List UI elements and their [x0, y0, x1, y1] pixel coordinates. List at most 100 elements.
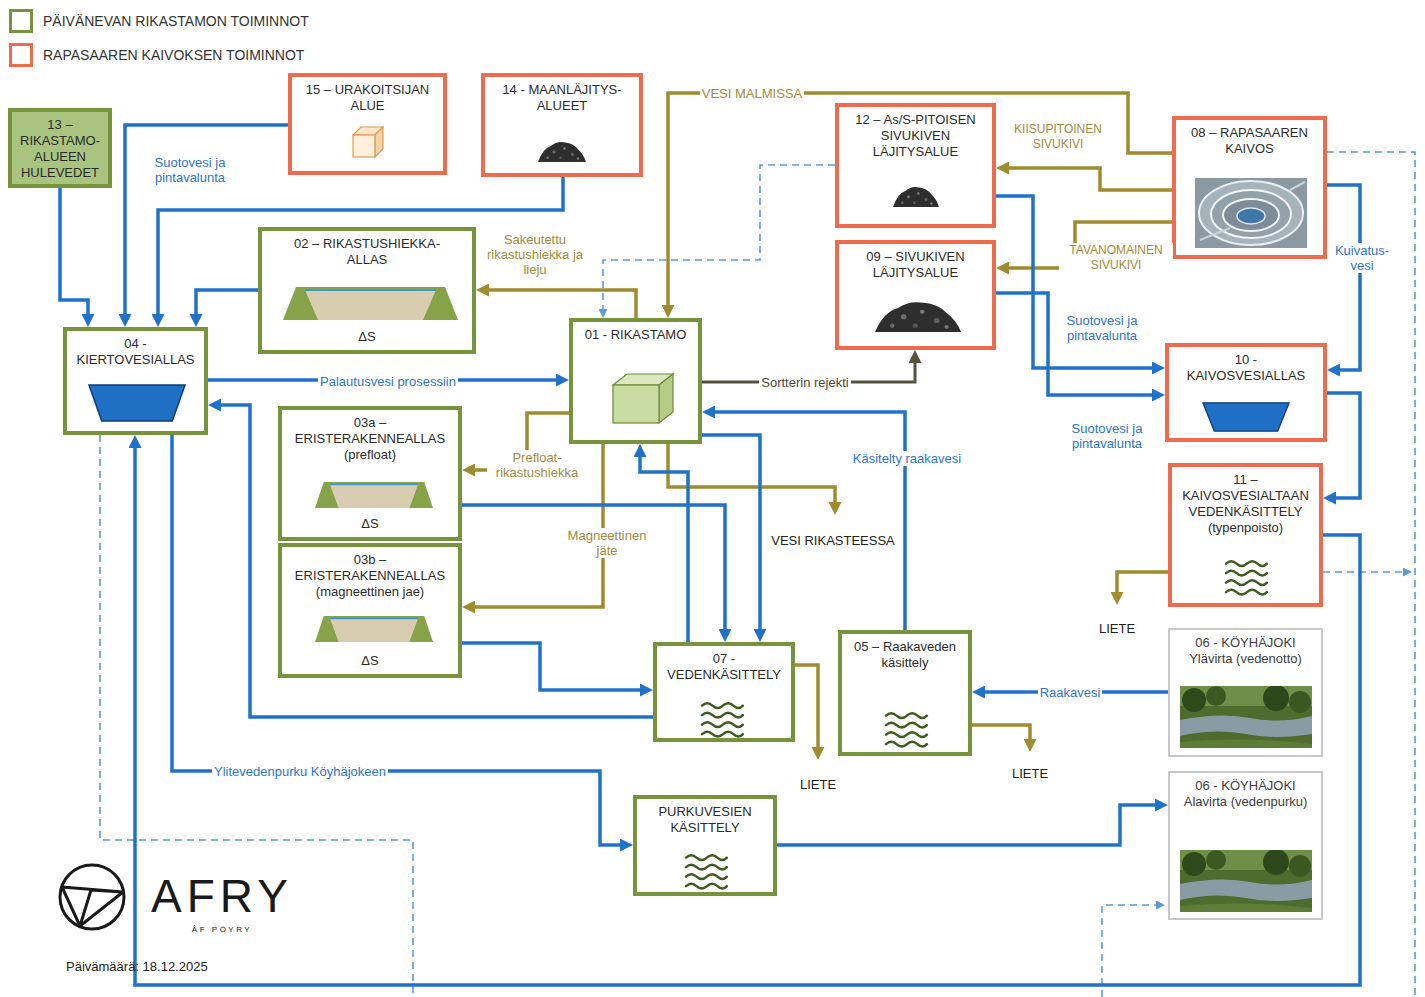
outflow-label: LIETE: [800, 777, 836, 792]
flow-arrow: [1327, 393, 1360, 498]
waste-pile-icon: [875, 302, 961, 332]
flow-arrow: [135, 440, 1360, 985]
node-title: 07 - VEDENKÄSITTELY: [661, 651, 787, 683]
flow-label-holder: Magneettinen jäte: [557, 528, 657, 558]
plant-box: 01 - RIKASTAMO: [569, 318, 702, 444]
water-treatment-icon: [886, 713, 927, 746]
tailings-pond-icon: [283, 287, 458, 320]
flow-label-holder: Käsitelty raakavesi: [851, 451, 963, 466]
waste-pile-icon: [893, 187, 939, 207]
node-title: 03b – ERISTERAKENNEALLAS (magneettinen j…: [288, 552, 452, 600]
water-treatment-icon: [702, 703, 743, 736]
flow-label-holder: KIISUPITOINEN SIVUKIVI: [1001, 122, 1115, 152]
legend-item: RAPASAAREN KAIVOKSEN TOIMINNOT: [9, 43, 304, 67]
treatment-box: 11 – KAIVOSVESIALTAAN VEDENKÄSITTELY (ty…: [1168, 463, 1323, 607]
outflow-label: LIETE: [1012, 766, 1048, 781]
node-title: 14 - MAANLÄJITYS-ALUEET: [491, 82, 633, 114]
tailings-pond-icon: [315, 482, 433, 508]
area-box: 14 - MAANLÄJITYS-ALUEET: [481, 73, 643, 177]
legend-swatch: [9, 43, 33, 67]
flow-arrow: [462, 505, 725, 637]
flow-label-holder: Suotovesi ja pintavalunta: [1059, 313, 1145, 343]
river-box: 06 - KÖYHÄJOKIAlavirta (vedenpurku): [1168, 771, 1323, 920]
pond-box: 03a – ERISTERAKENNEALLAS (prefloat) ΔS: [278, 406, 462, 541]
label-holder: AFRY: [151, 870, 293, 923]
treatment-box: 05 – Raakaveden käsittely: [838, 630, 972, 756]
node-title: PURKUVESIEN KÄSITTELY: [643, 804, 767, 836]
node-title: 12 – As/S-PITOISEN SIVUKIVEN LÄJITYSALUE: [845, 112, 986, 160]
flow-arrow: [213, 405, 653, 717]
flow-label-holder: TAVANOMAINEN SIVUKIVI: [1059, 243, 1173, 273]
storage-change-label: ΔS: [282, 329, 452, 345]
label-holder: LIETE: [1012, 766, 1048, 781]
logo-subtext: ÅF PÖYRY: [192, 925, 252, 934]
node-title: 01 - RIKASTAMO: [579, 327, 692, 343]
outflow-label: VESI RIKASTEESSA: [771, 533, 895, 548]
legend-swatch: [9, 9, 33, 33]
flow-arrow: [60, 188, 88, 322]
site-cabin-icon: [353, 127, 383, 157]
basin-box: 04 - KIERTOVESIALLAS: [63, 327, 208, 435]
mine-box: 08 – RAPASAAREN KAIVOS: [1172, 116, 1327, 259]
river-photo: [1180, 685, 1312, 748]
node-title: 03a – ERISTERAKENNEALLAS (prefloat): [288, 415, 452, 463]
pit-road: [1200, 182, 1305, 240]
flow-label: Prefloat-rikastushiekka: [487, 450, 587, 480]
flow-arrow: [1001, 168, 1172, 190]
node-title: 13 – RIKASTAMO-ALUEEN HULEVEDET: [15, 117, 105, 181]
legend-item: PÄIVÄNEVAN RIKASTAMON TOIMINNOT: [9, 9, 309, 33]
flow-arrow: [481, 290, 636, 318]
label-holder: LIETE: [1099, 621, 1135, 636]
flow-arrow: [172, 435, 628, 845]
flow-label-holder: Ylitevedenpurku Köyhäjokeen: [212, 764, 388, 779]
legend-text: RAPASAAREN KAIVOKSEN TOIMINNOT: [43, 47, 304, 63]
flow-label: VESI MALMISSA: [700, 86, 804, 101]
node-title: 10 - KAIVOSVESIALLAS: [1175, 352, 1317, 384]
storage-change-label: ΔS: [288, 516, 452, 532]
label-holder: Päivämäärä: 18.12.2025: [66, 959, 208, 974]
dashed-flow-line: [1323, 571, 1409, 573]
node-title: 06 - KÖYHÄJOKI: [1176, 635, 1315, 651]
concentrate-water-arrow: [668, 444, 835, 510]
node-title: 15 – URAKOITSIJAN ALUE: [298, 82, 437, 114]
flow-label-holder: Suotovesi ja pintavalunta: [147, 155, 233, 185]
node-title: 08 – RAPASAAREN KAIVOS: [1182, 125, 1317, 157]
flow-arrow: [196, 290, 258, 322]
river-photo: [1180, 849, 1312, 912]
pit-bench: [1199, 181, 1303, 245]
dashed-flow-arrow: [603, 165, 835, 315]
water-treatment-icon: [1226, 561, 1267, 594]
flow-label: Suotovesi ja pintavalunta: [1059, 313, 1145, 343]
plant-cube-icon: [613, 374, 673, 423]
flow-label-holder: Prefloat-rikastushiekka: [487, 450, 587, 480]
waste-rock-box: 12 – As/S-PITOISEN SIVUKIVEN LÄJITYSALUE: [835, 103, 996, 228]
pit-water: [1237, 208, 1265, 224]
water-basin-icon: [1203, 403, 1289, 431]
sludge-arrow: [1117, 572, 1168, 600]
node-subtitle: Ylävirta (vedenotto): [1176, 651, 1315, 667]
node-subtitle: Alavirta (vedenpurku): [1176, 794, 1315, 810]
label-holder: VESI RIKASTEESSA: [771, 533, 895, 548]
sludge-arrow: [972, 725, 1030, 747]
flow-label-holder: Sakeutettu rikastushiekka ja lieju: [483, 232, 587, 277]
photo-ground: [1195, 178, 1307, 248]
pond-box: 03b – ERISTERAKENNEALLAS (magneettinen j…: [278, 543, 462, 678]
cube-face: [375, 127, 383, 157]
flow-label-holder: VESI MALMISSA: [700, 86, 804, 101]
flow-arrow: [707, 412, 905, 630]
node-title: 04 - KIERTOVESIALLAS: [72, 336, 199, 368]
flow-label-holder: Raakavesi: [1038, 685, 1103, 700]
water-treatment-icon: [686, 855, 727, 888]
node-title: 02 – RIKASTUSHIEKKA-ALLAS: [282, 236, 452, 268]
outflow-label: LIETE: [1099, 621, 1135, 636]
logo-plane: [62, 887, 123, 926]
flow-label: KIISUPITOINEN SIVUKIVI: [1001, 122, 1115, 152]
flow-label-holder: Sortterin rejekti: [759, 375, 850, 390]
storage-change-label: ΔS: [288, 653, 452, 669]
flow-arrow: [996, 196, 1160, 368]
pond-box: 02 – RIKASTUSHIEKKA-ALLAS ΔS: [258, 227, 476, 354]
date-note: Päivämäärä: 18.12.2025: [66, 959, 208, 974]
treatment-box: PURKUVESIEN KÄSITTELY: [633, 795, 777, 896]
water-basin-icon: [89, 385, 185, 421]
flow-label-holder: Suotovesi ja pintavalunta: [1064, 421, 1150, 451]
